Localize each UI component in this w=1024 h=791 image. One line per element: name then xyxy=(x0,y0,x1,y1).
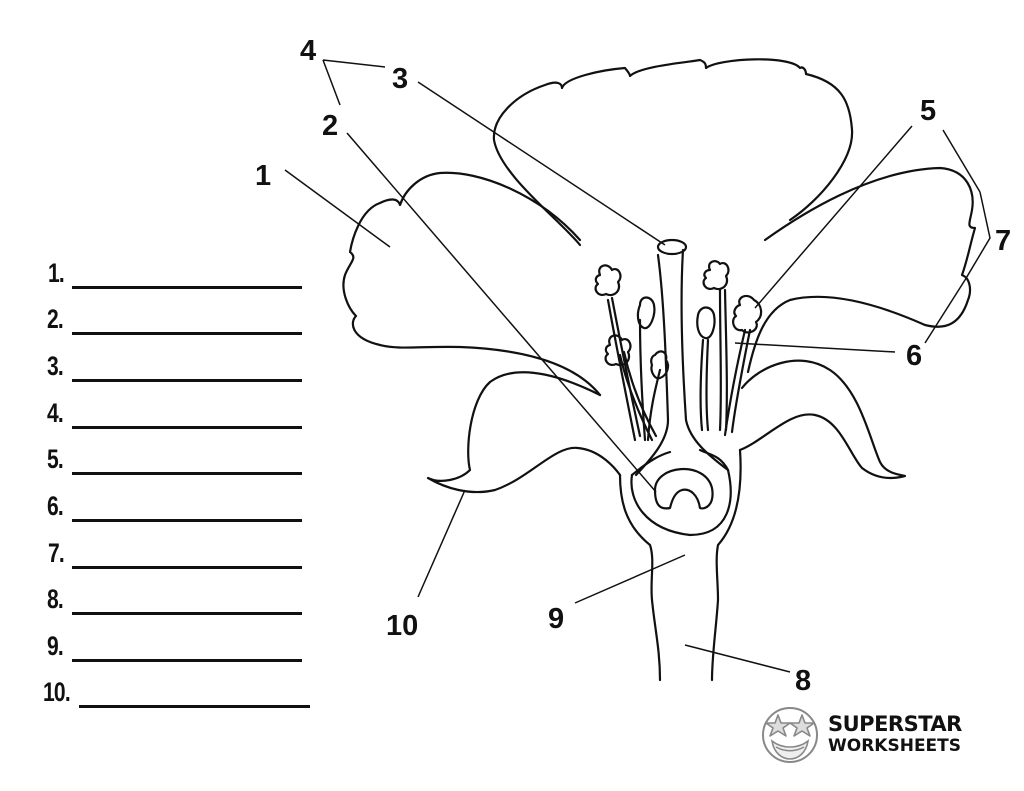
stigma xyxy=(656,238,688,256)
answer-number: 8. xyxy=(47,584,64,614)
answer-line-6[interactable]: 6. xyxy=(0,481,302,522)
leader-3 xyxy=(417,81,666,246)
label-9: 9 xyxy=(548,603,564,635)
leader-2 xyxy=(346,132,657,493)
answer-number: 6. xyxy=(47,491,64,521)
leader-6 xyxy=(734,279,966,353)
answer-number: 10. xyxy=(43,677,71,707)
style xyxy=(634,253,670,477)
right-sepal xyxy=(738,359,907,479)
answer-number: 7. xyxy=(48,538,65,568)
logo-line-1: SUPERSTAR xyxy=(828,712,962,736)
answer-line-9[interactable]: 9. xyxy=(0,621,302,662)
leader-1 xyxy=(284,169,391,248)
answer-blank[interactable] xyxy=(72,612,302,615)
left-petal xyxy=(342,171,602,397)
answer-line-3[interactable]: 3. xyxy=(0,341,302,382)
answer-blank[interactable] xyxy=(72,286,302,289)
answer-blank[interactable] xyxy=(72,379,302,382)
answer-line-2[interactable]: 2. xyxy=(0,294,302,335)
answer-blank[interactable] xyxy=(72,519,302,522)
answer-blank[interactable] xyxy=(79,705,310,708)
label-8: 8 xyxy=(795,665,811,697)
answer-line-10[interactable]: 10. xyxy=(0,667,310,708)
answer-line-4[interactable]: 4. xyxy=(0,388,302,429)
leader-4 xyxy=(322,59,386,106)
top-petal xyxy=(492,58,854,247)
right-petal xyxy=(746,166,977,374)
label-2: 2 xyxy=(322,110,338,142)
answer-line-5[interactable]: 5. xyxy=(0,434,302,475)
answer-number: 3. xyxy=(47,351,64,381)
answer-number: 5. xyxy=(47,444,64,474)
label-4: 4 xyxy=(300,35,316,67)
receptacle xyxy=(618,473,662,682)
answer-number: 4. xyxy=(47,398,64,428)
leader-8 xyxy=(684,644,791,673)
answer-blank[interactable] xyxy=(72,566,302,569)
label-3: 3 xyxy=(392,63,408,95)
logo-line-2: WORKSHEETS xyxy=(828,736,962,756)
answer-blank[interactable] xyxy=(72,426,302,429)
leader-10 xyxy=(417,489,466,598)
answer-blank[interactable] xyxy=(72,659,302,662)
ovary xyxy=(630,448,732,537)
leader-7 xyxy=(964,191,991,281)
label-1: 1 xyxy=(255,160,271,192)
leader-9 xyxy=(574,554,686,604)
star-eyes-smiley-icon xyxy=(762,707,818,763)
label-7: 7 xyxy=(995,225,1011,257)
label-5: 5 xyxy=(920,95,936,127)
answer-number: 9. xyxy=(47,631,64,661)
answer-line-8[interactable]: 8. xyxy=(0,574,302,615)
answer-line-7[interactable]: 7. xyxy=(0,528,302,569)
leader-5 xyxy=(754,125,981,309)
answer-number: 2. xyxy=(47,304,64,334)
answer-blank[interactable] xyxy=(72,332,302,335)
ovule xyxy=(653,467,714,510)
label-10: 10 xyxy=(386,610,418,642)
label-6: 6 xyxy=(906,340,922,372)
superstar-worksheets-logo: SUPERSTAR WORKSHEETS xyxy=(760,705,962,765)
left-sepal xyxy=(426,371,622,494)
answer-blank[interactable] xyxy=(72,472,302,475)
answer-number: 1. xyxy=(48,258,65,288)
answer-line-1[interactable]: 1. xyxy=(0,248,302,289)
